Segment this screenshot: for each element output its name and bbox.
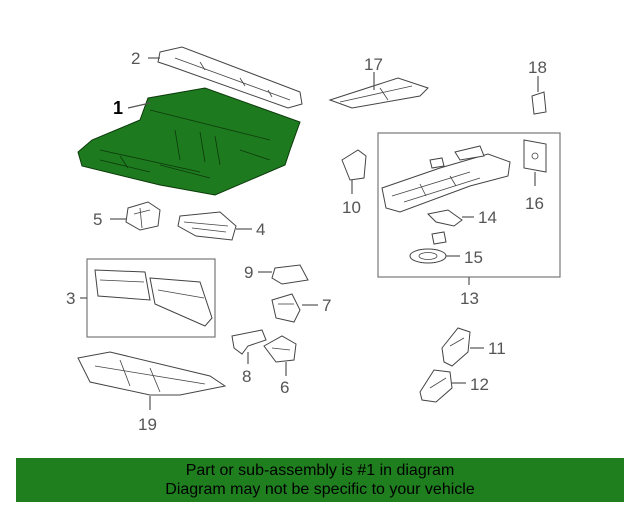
part-8-bracket[interactable] (231, 329, 267, 355)
info-banner: Part or sub-assembly is #1 in diagram Di… (16, 458, 624, 502)
leader-1 (127, 102, 151, 109)
callout-18: 18 (528, 58, 547, 77)
part-3-side-rails[interactable] (94, 269, 213, 327)
callout-13: 13 (460, 289, 479, 308)
part-2-rail[interactable] (157, 46, 303, 109)
callout-5: 5 (93, 210, 102, 229)
callout-7: 7 (322, 296, 331, 315)
banner-line-1: Part or sub-assembly is #1 in diagram (185, 462, 455, 479)
part-4-channel[interactable] (177, 211, 237, 241)
callout-3: 3 (66, 289, 75, 308)
part-13-rail-assembly[interactable] (381, 145, 511, 213)
callout-12: 12 (470, 375, 489, 394)
part-19-skid-plate[interactable] (77, 351, 227, 396)
part-1-floor-pan[interactable] (77, 87, 301, 196)
callout-11: 11 (488, 339, 506, 358)
callout-8: 8 (242, 367, 251, 386)
callout-6: 6 (280, 378, 289, 397)
callout-17: 17 (364, 55, 383, 74)
parts-diagram: 2 1 5 4 3 19 9 7 (66, 46, 561, 434)
part-17-reinforcement[interactable] (328, 77, 429, 109)
part-7-bracket[interactable] (271, 293, 301, 323)
part-5-bracket[interactable] (125, 201, 161, 231)
callout-14: 14 (478, 208, 497, 227)
part-14-bracket[interactable] (426, 209, 463, 227)
part-10-bracket[interactable] (341, 149, 367, 181)
callout-9: 9 (244, 263, 253, 282)
part-9-plate[interactable] (271, 264, 309, 285)
part-18-clip[interactable] (531, 91, 547, 115)
callout-10: 10 (342, 198, 361, 217)
callout-2: 2 (131, 49, 140, 68)
banner-line-2: Diagram may not be specific to your vehi… (165, 481, 475, 498)
part-16-plate[interactable] (523, 139, 547, 173)
callout-15: 15 (464, 248, 483, 267)
part-12-bracket[interactable] (419, 369, 453, 403)
part-15-mount[interactable] (409, 231, 447, 264)
part-6-bracket[interactable] (263, 335, 297, 363)
callout-19: 19 (138, 415, 157, 434)
part-11-bracket[interactable] (441, 327, 471, 367)
callout-1: 1 (113, 98, 123, 118)
callout-16: 16 (525, 194, 544, 213)
callout-4: 4 (256, 220, 265, 239)
